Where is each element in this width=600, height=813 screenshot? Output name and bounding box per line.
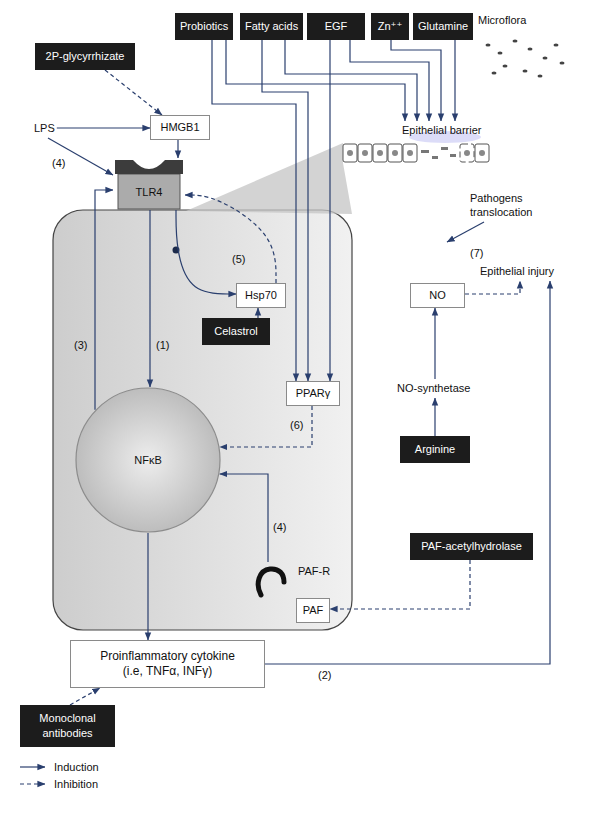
induction-arrow bbox=[95, 190, 113, 410]
node-label: Glutamine bbox=[418, 19, 468, 34]
node-label: NO-synthetase bbox=[397, 381, 470, 396]
microflora-dots bbox=[486, 40, 565, 78]
induction-arrow bbox=[149, 210, 150, 387]
node-label: Arginine bbox=[405, 442, 465, 457]
molecule-box: PAF bbox=[296, 598, 330, 623]
agent-box: Glutamine bbox=[413, 13, 473, 40]
legend-label: Inhibition bbox=[54, 778, 98, 790]
callout-number: (2) bbox=[318, 668, 331, 682]
node-label: EGF bbox=[312, 19, 360, 34]
cell-membrane bbox=[53, 210, 352, 630]
nucleus-circle: NFκB bbox=[75, 387, 221, 533]
node-label: TLR4 bbox=[113, 185, 185, 200]
node-label: HMGB1 bbox=[156, 120, 204, 135]
induction-arrow bbox=[434, 398, 435, 436]
text-node: NO-synthetase bbox=[395, 379, 472, 398]
agent-box: EGF bbox=[307, 13, 365, 40]
node-label: Probiotics bbox=[180, 19, 228, 34]
node-label: Proinflammatory cytokine (i.e, TNFα, INF… bbox=[95, 649, 240, 679]
node-label: LPS bbox=[34, 121, 55, 136]
callout-number: (4) bbox=[52, 156, 65, 170]
legend-sample bbox=[18, 778, 48, 790]
agent-box: PAF-acetylhydrolase bbox=[410, 533, 533, 560]
agent-box: 2P-glycyrrhizate bbox=[35, 43, 135, 70]
node-label: Hsp70 bbox=[242, 288, 280, 303]
molecule-box: PPARγ bbox=[286, 381, 340, 406]
agent-box: Arginine bbox=[400, 436, 470, 463]
induction-arrow bbox=[350, 40, 429, 121]
legend-sample bbox=[18, 761, 48, 773]
text-node: LPS bbox=[32, 119, 57, 138]
agent-box: Probiotics bbox=[175, 13, 233, 40]
agent-box: Celastrol bbox=[202, 318, 270, 345]
node-label: PAF bbox=[302, 603, 324, 618]
inhibition-arrow bbox=[220, 406, 312, 447]
induction-arrow bbox=[285, 40, 417, 121]
node-label: Monoclonal antibodies bbox=[28, 711, 108, 741]
induction-arrow bbox=[176, 210, 236, 294]
induction-arrow bbox=[454, 40, 455, 121]
legend-row: Induction bbox=[18, 758, 99, 775]
zoom-wedge bbox=[186, 143, 352, 214]
inhibition-arrow bbox=[105, 70, 162, 115]
molecule-box: NO bbox=[410, 283, 465, 308]
node-label: 2P-glycyrrhizate bbox=[40, 49, 130, 64]
agent-box: Zn⁺⁺ bbox=[371, 13, 409, 40]
node-label: Epithelial injury bbox=[480, 264, 554, 279]
inhibition-arrow bbox=[185, 195, 276, 283]
inhibition-arrow bbox=[330, 560, 470, 609]
induction-arrow bbox=[265, 281, 550, 664]
induction-arrow bbox=[177, 140, 178, 158]
node-label: NO bbox=[416, 288, 459, 303]
induction-arrow bbox=[57, 127, 150, 128]
callout-number: (4) bbox=[273, 520, 286, 534]
induction-arrow bbox=[220, 474, 268, 562]
node-label: PAF-acetylhydrolase bbox=[415, 539, 528, 554]
legend-label: Induction bbox=[54, 761, 99, 773]
callout-number: (1) bbox=[156, 338, 169, 352]
inhibition-arrow bbox=[465, 281, 520, 294]
callout-number: (7) bbox=[470, 246, 483, 260]
molecule-box: Proinflammatory cytokine (i.e, TNFα, INF… bbox=[70, 640, 265, 688]
callout-number: (3) bbox=[74, 338, 87, 352]
induction-arrow bbox=[257, 308, 258, 318]
text-node: Epithelial injury bbox=[478, 262, 556, 281]
callout-number: (6) bbox=[290, 418, 303, 432]
receptor-shape bbox=[113, 158, 185, 210]
induction-arrow bbox=[391, 40, 441, 121]
agent-box: Monoclonal antibodies bbox=[20, 705, 115, 747]
free-label: Microflora bbox=[478, 13, 526, 27]
receptor-node: PAF-R bbox=[254, 562, 338, 598]
molecule-box: Hsp70 bbox=[236, 283, 286, 308]
callout-number: (5) bbox=[232, 252, 245, 266]
node-label: Zn⁺⁺ bbox=[376, 19, 404, 34]
induction-arrow bbox=[226, 40, 405, 121]
text-node: Epithelial barrier bbox=[400, 121, 483, 140]
legend-row: Inhibition bbox=[18, 775, 99, 792]
node-label: PPARγ bbox=[292, 386, 334, 401]
translocation-arrow bbox=[447, 222, 484, 242]
induction-arrow bbox=[434, 308, 435, 379]
node-label: Epithelial barrier bbox=[402, 123, 481, 138]
free-label: Pathogens translocation bbox=[470, 191, 542, 219]
induction-arrow bbox=[329, 40, 330, 381]
epithelial-cells bbox=[343, 144, 489, 162]
node-label: PAF-R bbox=[298, 564, 338, 579]
node-label: Celastrol bbox=[207, 324, 265, 339]
node-label: NFκB bbox=[134, 453, 162, 468]
agent-box: Fatty acids bbox=[240, 13, 303, 40]
molecule-box: HMGB1 bbox=[150, 115, 210, 140]
inhibition-arrow bbox=[70, 688, 100, 705]
induction-arrow bbox=[48, 138, 113, 175]
receptor-node: TLR4 bbox=[113, 158, 185, 210]
legend: InductionInhibition bbox=[18, 758, 99, 792]
node-label: Fatty acids bbox=[245, 19, 298, 34]
induction-arrow bbox=[147, 533, 148, 640]
